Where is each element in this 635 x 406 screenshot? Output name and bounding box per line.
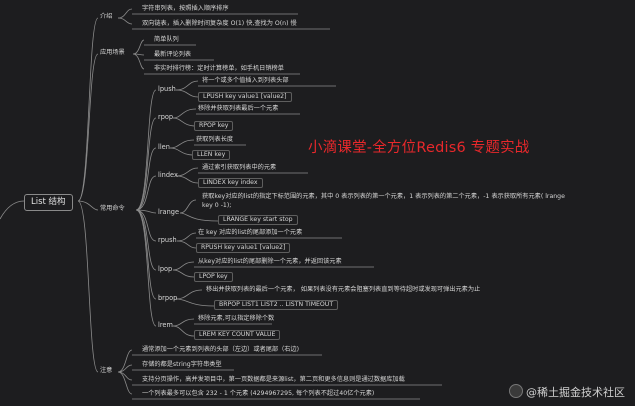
site-watermark: @稀土掘金技术社区 bbox=[509, 384, 625, 400]
site-watermark-text: @稀土掘金技术社区 bbox=[526, 386, 625, 399]
site-logo-icon bbox=[509, 384, 523, 398]
note-item: 支持分页操作，高并发项目中，第一页数据都是来源list，第二页和更多信息则是通过… bbox=[142, 376, 405, 383]
command-desc: 从key对应的list的尾部删除一个元素，并返回该元素 bbox=[198, 258, 342, 265]
command-syntax: RPOP key bbox=[194, 121, 234, 131]
command-syntax: LINDEX key index bbox=[198, 178, 263, 188]
command-desc: 移除并获取列表最后一个元素 bbox=[198, 105, 279, 112]
command-syntax: RPUSH key value1 [value2] bbox=[196, 243, 291, 253]
note-item: 存储的都是string字符串类型 bbox=[142, 361, 222, 368]
command-name: rpop bbox=[158, 113, 174, 121]
intro-item: 字符串列表，按照插入顺序排序 bbox=[142, 5, 229, 12]
intro-item: 双向链表，插入删除时间复杂度 O(1) 快,查找为 O(n) 慢 bbox=[142, 20, 297, 27]
usage-item: 简单队列 bbox=[154, 36, 179, 43]
command-syntax: LPUSH key value1 [value2] bbox=[198, 92, 292, 102]
command-desc: 通过索引获取列表中的元素 bbox=[202, 164, 277, 171]
usage-item: 非实时排行榜：定时计算榜单，如手机日销榜单 bbox=[154, 65, 284, 72]
command-syntax: BRPOP LIST1 LIST2 .. LISTN TIMEOUT bbox=[214, 300, 339, 310]
command-name: lpush bbox=[158, 85, 176, 93]
command-name: llen bbox=[158, 143, 170, 151]
command-syntax: LREM KEY COUNT VALUE bbox=[194, 330, 281, 340]
category-usage: 应用场景 bbox=[100, 49, 125, 56]
command-name: rpush bbox=[158, 236, 177, 244]
command-name: lrange bbox=[158, 208, 180, 216]
usage-item: 最新评论列表 bbox=[154, 51, 192, 58]
command-desc: 移除元素,可以指定移除个数 bbox=[198, 315, 275, 322]
category-notes: 注意 bbox=[100, 367, 113, 374]
root-node: List 结构 bbox=[24, 194, 73, 211]
note-item: 通常添加一个元素到列表的头部（左边）或者尾部（右边) bbox=[142, 346, 300, 353]
command-desc: 获取列表长度 bbox=[196, 136, 234, 143]
command-name: brpop bbox=[158, 294, 178, 302]
category-commands: 常用命令 bbox=[100, 205, 125, 212]
command-desc: 获取key对应的list的指定下标范围的元素，其中 0 表示列表的第一个元素，1… bbox=[202, 193, 565, 209]
command-syntax: LLEN key bbox=[192, 150, 231, 160]
command-syntax: LPOP key bbox=[194, 272, 233, 282]
command-desc: 移出并获取列表的最后一个元素， 如果列表没有元素会阻塞列表直到等待超时或发现可弹… bbox=[206, 286, 481, 293]
command-name: lindex bbox=[158, 171, 178, 179]
command-name: lpop bbox=[158, 265, 173, 273]
command-name: lrem bbox=[158, 321, 173, 329]
command-desc: 将一个或多个值插入到列表头部 bbox=[202, 77, 289, 84]
course-watermark: 小滴课堂-全方位Redis6 专题实战 bbox=[308, 140, 530, 156]
command-desc: 在 key 对应的list的尾部添加一个元素 bbox=[198, 229, 303, 236]
command-syntax: LRANGE key start stop bbox=[218, 215, 298, 225]
category-intro: 介绍 bbox=[100, 13, 113, 20]
note-item: 一个列表最多可以包含 232 - 1 个元素 (4294967295, 每个列表… bbox=[142, 390, 375, 397]
